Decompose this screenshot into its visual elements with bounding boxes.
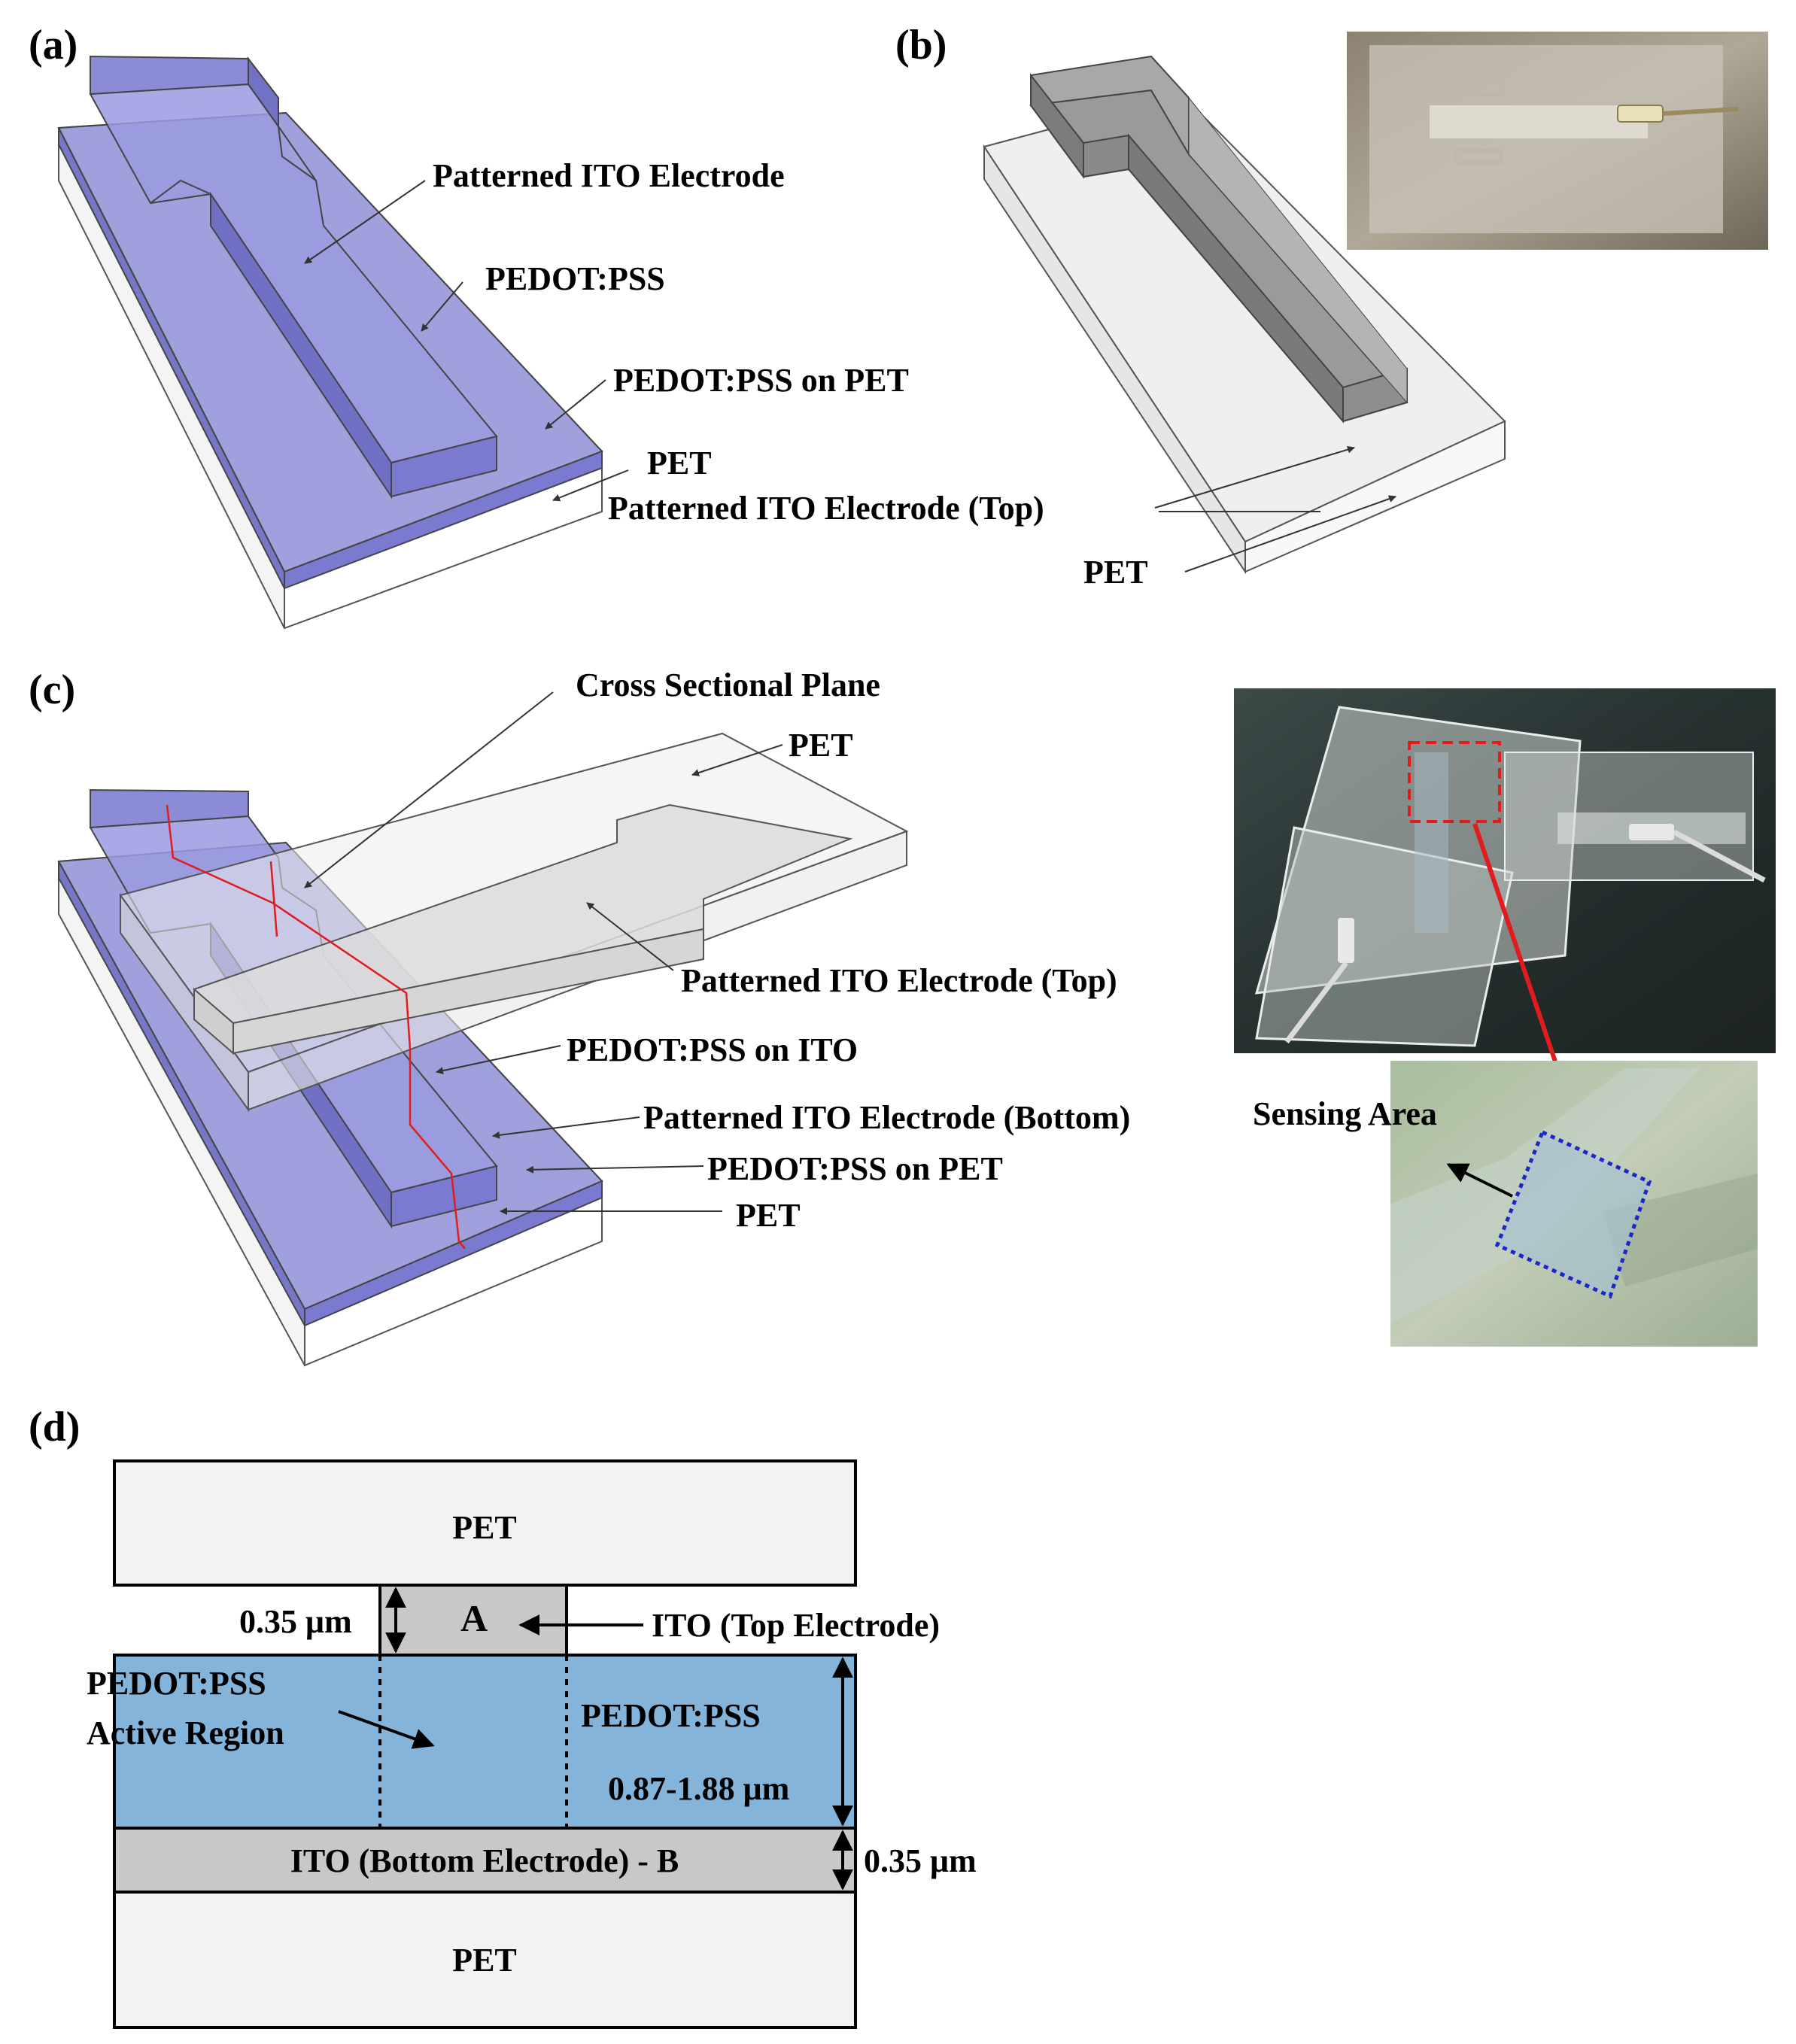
- label-sensing-area-c: Sensing Area: [1253, 1095, 1437, 1132]
- label-pedot-on-ito-c: PEDOT:PSS on ITO: [567, 1031, 858, 1068]
- label-thick-top-d: 0.35 μm: [239, 1603, 352, 1640]
- label-ito-top-b: Patterned ITO Electrode (Top): [608, 490, 1044, 527]
- panel-a: (a) Patterned ITO Electrode PED: [29, 22, 909, 630]
- label-thick-pedot-d: 0.87-1.88 μm: [608, 1770, 789, 1807]
- label-pedot-d: PEDOT:PSS: [581, 1697, 761, 1734]
- pedot-electrode-a: [89, 55, 498, 500]
- photo-device-c: [1234, 688, 1776, 1053]
- label-ito-top-c: Patterned ITO Electrode (Top): [681, 962, 1117, 999]
- label-pet-top-d: PET: [452, 1509, 517, 1546]
- pet-top-layer: [113, 1459, 857, 1587]
- label-pedot-on-pet-a: PEDOT:PSS on PET: [613, 362, 909, 399]
- label-pet-b: PET: [1083, 554, 1148, 591]
- label-pet-bottom-c: PET: [736, 1197, 801, 1234]
- label-pet-a: PET: [647, 445, 712, 481]
- pet-bottom-layer: [113, 1891, 857, 2029]
- panel-c: (c): [29, 667, 1776, 1367]
- label-cross-plane-c: Cross Sectional Plane: [576, 667, 880, 703]
- label-ito-top-d: ITO (Top Electrode): [652, 1607, 940, 1644]
- photo-zoom-c: [1390, 1061, 1758, 1347]
- label-patterned-ito-a: Patterned ITO Electrode: [433, 157, 785, 194]
- label-thick-bottom-d: 0.35 μm: [864, 1842, 977, 1879]
- ito-electrode-top-b: [1029, 55, 1409, 424]
- panel-d: (d) PET A ITO (Bottom Electrode) - B PET…: [29, 1404, 977, 2029]
- label-active-2-d: Active Region: [87, 1714, 284, 1751]
- label-pedot-a: PEDOT:PSS: [485, 260, 665, 297]
- ito-electrode-top-c: [193, 803, 853, 1055]
- panel-c-label: (c): [29, 667, 75, 713]
- panel-b: (b) Patterned ITO Electrode (Top) PET: [608, 22, 1768, 591]
- label-ito-bottom-c: Patterned ITO Electrode (Bottom): [643, 1099, 1130, 1136]
- label-ito-bottom-d: ITO (Bottom Electrode) - B: [290, 1842, 679, 1879]
- label-a-d: A: [460, 1597, 488, 1639]
- cross-section-line: [166, 804, 466, 1250]
- panel-b-label: (b): [895, 22, 947, 68]
- photo-b: [1347, 32, 1768, 250]
- panel-d-label: (d): [29, 1404, 80, 1450]
- panel-a-label: (a): [29, 22, 77, 68]
- label-pet-bottom-d: PET: [452, 1942, 517, 1979]
- sensing-area-box: [1494, 1129, 1652, 1299]
- label-pet-top-c: PET: [789, 727, 853, 764]
- label-active-1-d: PEDOT:PSS: [87, 1665, 266, 1702]
- pet-substrate-b: [983, 93, 1506, 575]
- label-pedot-on-pet-c: PEDOT:PSS on PET: [707, 1150, 1003, 1187]
